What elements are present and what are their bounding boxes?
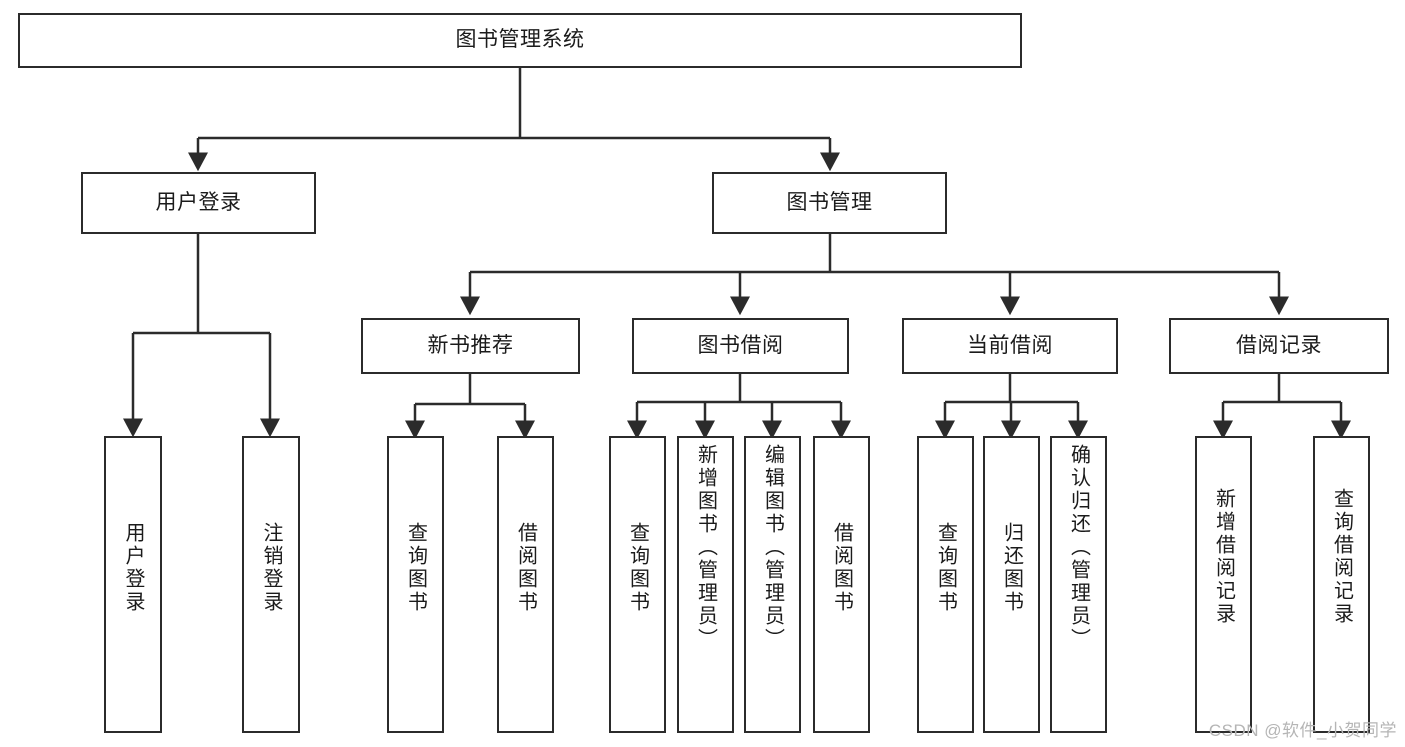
node-leaf-label: 归还图书 [1000, 522, 1023, 614]
node-leaf-label: 查询图书 [404, 522, 427, 614]
node-leaf-label: 确认归还（管理员） [1067, 444, 1090, 651]
node-leaf-book-borrow-query[interactable]: 查询图书 [609, 436, 666, 733]
node-leaf-label: 新增借阅记录 [1212, 488, 1235, 626]
node-leaf-label: 用户登录 [122, 522, 144, 614]
node-leaf-current-borrow-query[interactable]: 查询图书 [917, 436, 974, 733]
node-borrow-record-label: 借阅记录 [1236, 333, 1322, 357]
node-user-login[interactable]: 用户登录 [81, 172, 316, 234]
node-new-book-recommend-label: 新书推荐 [427, 333, 514, 357]
node-current-borrow[interactable]: 当前借阅 [902, 318, 1118, 374]
node-leaf-label: 注销登录 [260, 522, 282, 614]
node-leaf-new-book-query[interactable]: 查询图书 [387, 436, 444, 733]
node-leaf-borrow-record-add[interactable]: 新增借阅记录 [1195, 436, 1252, 733]
node-new-book-recommend[interactable]: 新书推荐 [361, 318, 580, 374]
node-leaf-book-borrow-edit[interactable]: 编辑图书（管理员） [744, 436, 801, 733]
node-user-login-label: 用户登录 [155, 190, 242, 214]
node-leaf-book-borrow-add[interactable]: 新增图书（管理员） [677, 436, 734, 733]
node-book-borrow[interactable]: 图书借阅 [632, 318, 849, 374]
node-leaf-borrow-record-query[interactable]: 查询借阅记录 [1313, 436, 1370, 733]
node-leaf-new-book-borrow[interactable]: 借阅图书 [497, 436, 554, 733]
node-leaf-current-borrow-confirm[interactable]: 确认归还（管理员） [1050, 436, 1107, 733]
node-root-label: 图书管理系统 [455, 28, 585, 52]
node-current-borrow-label: 当前借阅 [967, 333, 1053, 357]
node-book-manage[interactable]: 图书管理 [712, 172, 947, 234]
node-leaf-label: 新增图书（管理员） [694, 444, 717, 651]
node-leaf-label: 借阅图书 [830, 522, 853, 614]
node-root[interactable]: 图书管理系统 [18, 13, 1022, 68]
node-leaf-user-login-login[interactable]: 用户登录 [104, 436, 162, 733]
node-leaf-label: 编辑图书（管理员） [761, 444, 784, 651]
node-leaf-current-borrow-return[interactable]: 归还图书 [983, 436, 1040, 733]
node-leaf-book-borrow-borrow[interactable]: 借阅图书 [813, 436, 870, 733]
node-book-manage-label: 图书管理 [786, 190, 873, 214]
node-leaf-label: 查询借阅记录 [1330, 488, 1353, 626]
node-leaf-label: 查询图书 [626, 522, 649, 614]
node-borrow-record[interactable]: 借阅记录 [1169, 318, 1389, 374]
node-leaf-user-login-logout[interactable]: 注销登录 [242, 436, 300, 733]
node-book-borrow-label: 图书借阅 [697, 333, 784, 357]
watermark-text: CSDN @软件_小贺同学 [1208, 721, 1397, 740]
node-leaf-label: 查询图书 [934, 522, 957, 614]
node-leaf-label: 借阅图书 [514, 522, 537, 614]
